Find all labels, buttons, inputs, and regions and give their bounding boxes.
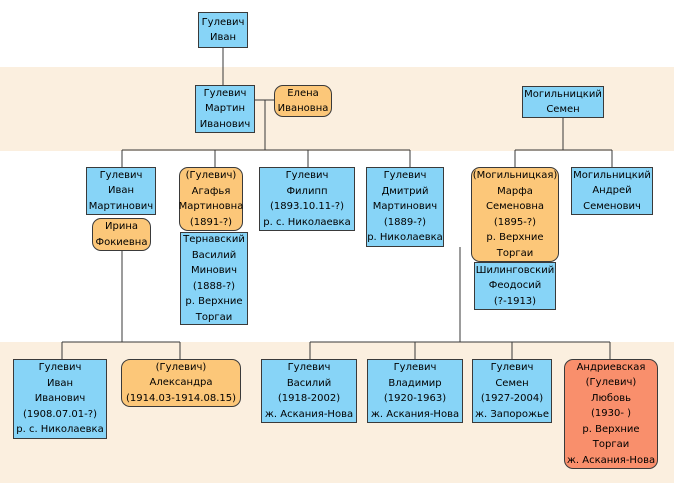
person-text-line: (1908.07.01-?) (23, 408, 97, 420)
person-text-line: р. Верхние (185, 296, 243, 307)
person-text-line: Иванович (199, 118, 251, 130)
person-text-line: Андриевская (576, 361, 646, 373)
person-text-line: Филипп (286, 185, 328, 197)
person-text-line: р. Верхние (486, 232, 544, 243)
person-text-line: Минович (190, 265, 238, 276)
person-text-line: (1930- ) (590, 408, 632, 420)
person-text-line: (Могильницкая) (472, 170, 558, 181)
person-text-line: Иванович (34, 393, 86, 405)
person-text-line: Иван (107, 185, 135, 197)
person-text-line: Торгаи (496, 247, 534, 259)
person-text-line: ж. Запорожье (474, 408, 550, 420)
person-text-line: Александра (149, 377, 213, 389)
person-text-line: (1888-?) (192, 280, 236, 292)
person-text-line: Могильницкий (524, 88, 602, 100)
person-text-line: Гулевич (38, 362, 82, 374)
person-text-line: Гулевич (99, 169, 143, 181)
person-text-line: Василий (191, 249, 237, 261)
person-text-line: Тернавский (183, 234, 245, 245)
person-text-line: Гулевич (201, 16, 245, 28)
person-text-line: (1914.03-1914.08.15) (125, 392, 237, 404)
person-text-line: Владимир (388, 377, 442, 389)
person-text-line: Гулевич (383, 170, 427, 182)
person-text-line: Гулевич (203, 87, 247, 99)
person-text-line: Семенович (583, 200, 641, 212)
person-text-line: Мартин (205, 103, 245, 115)
person-text-line: Мартиновна (178, 201, 244, 212)
person-text-line: Мартинович (88, 200, 154, 212)
person-text-line: Дмитрий (381, 185, 429, 197)
person-text-line: Могильницкий (573, 169, 651, 181)
person-box-lyubov: Андриевская (Гулевич) Любовь (1930- ) р. Вер… (564, 359, 658, 469)
person-text-line: (1891-?) (189, 216, 233, 228)
person-text-line: Андрей (592, 185, 632, 197)
person-text-line: Гулевич (490, 362, 534, 373)
person-text-line: Ивановна (277, 103, 329, 114)
person-text-line: р. Верхние (582, 423, 640, 435)
person-text-line: Любовь (590, 392, 631, 404)
person-text-line: Семеновна (485, 201, 545, 212)
person-text-line: Ирина (105, 221, 138, 232)
person-text-line: (?-1913) (493, 295, 537, 307)
person-text-line: Торгаи (195, 311, 233, 323)
person-text-line: Феодосий (488, 280, 542, 292)
person-text-line: (1889-?) (383, 216, 427, 228)
person-text-line: (1895-?) (493, 216, 537, 228)
person-text-line: Гулевич (287, 362, 331, 373)
person-text-line: Семен (495, 377, 529, 389)
person-text-line: Фокиевна (95, 236, 148, 248)
person-text-line: ж. Аскания-Нова (264, 408, 354, 420)
person-text-line: Торгаи (592, 439, 630, 451)
person-box-aleksandra: (Гулевич) Александра (1914.03-1914.08.15) (121, 359, 241, 407)
person-text-line: Гулевич (285, 170, 329, 181)
person-text-line: Марфа (497, 185, 533, 197)
person-text-line: ж. Аскания-Нова (370, 408, 460, 420)
person-text-line: ж. Аскания-Нова (566, 454, 656, 466)
person-text-line: Василий (286, 377, 332, 389)
person-text-line: (1893.10.11-?) (270, 201, 344, 212)
person-text-line: Семен (546, 104, 580, 115)
person-text-line: (Гулевич) (585, 377, 637, 389)
person-text-line: Агафья (191, 185, 231, 197)
person-text-line: (Гулевич) (185, 170, 237, 181)
person-text-line: Шилинговский (475, 264, 555, 276)
person-text-line: Иван (209, 32, 237, 43)
person-text-line: (Гулевич) (155, 361, 207, 373)
person-text-line: (1918-2002) (277, 393, 341, 404)
person-text-line: р. с. Николаевка (263, 216, 351, 228)
person-text-line: р. Николаевка (367, 232, 443, 244)
person-text-line: Иван (46, 377, 74, 389)
person-text-line: (1920-1963) (383, 393, 447, 404)
person-text-line: р. с. Николаевка (16, 424, 104, 436)
person-text-line: Гулевич (393, 362, 437, 373)
person-text-line: (1927-2004) (480, 393, 544, 404)
person-text-line: Мартинович (372, 201, 438, 213)
person-text-line: Елена (287, 87, 319, 99)
